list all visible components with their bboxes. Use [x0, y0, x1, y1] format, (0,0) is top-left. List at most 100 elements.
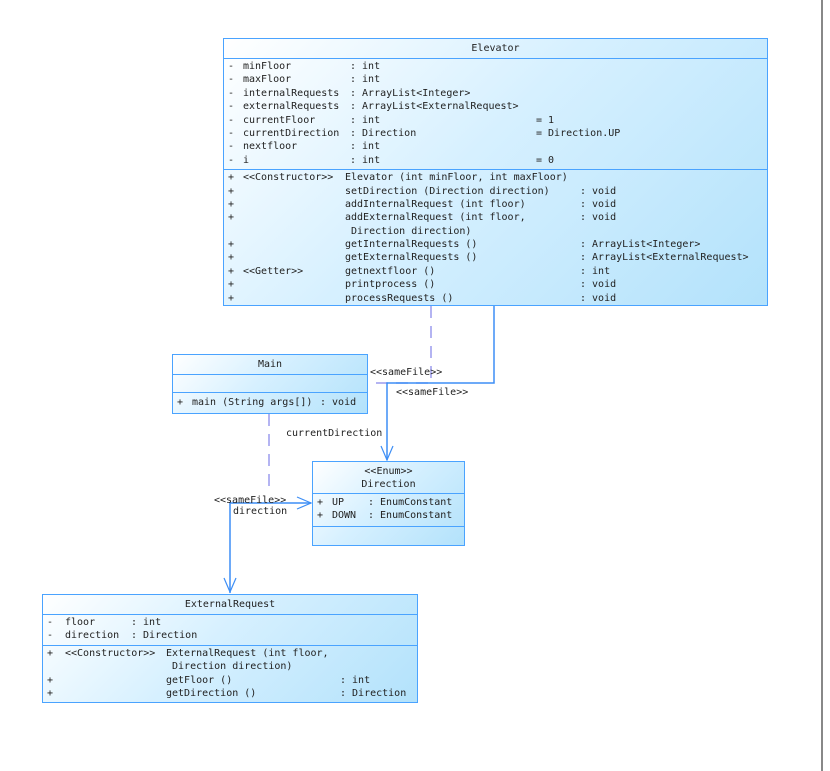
attribute-type: : int — [131, 617, 162, 628]
attribute-row: -minFloor : int — [224, 60, 767, 73]
visibility: + — [228, 198, 235, 210]
method-signature: Direction direction) — [345, 225, 472, 237]
attribute-name: i — [243, 154, 250, 166]
attribute-row: -internalRequests: ArrayList<Integer> — [224, 87, 767, 100]
elevator-direction-association[interactable] — [386, 306, 495, 460]
method-row: +<<Getter>>getnextfloor (): int — [224, 265, 767, 278]
return-type: : Direction — [340, 687, 407, 699]
methods-section — [313, 525, 464, 544]
attribute-type: : ArrayList<Integer> — [350, 87, 471, 99]
visibility: - — [47, 617, 54, 628]
attribute-name: UP — [332, 497, 345, 508]
method-signature: Elevator (int minFloor, int maxFloor) — [345, 172, 568, 184]
attribute-type: : EnumConstant — [368, 497, 453, 508]
elevator-main-stereotype-label: <<sameFile>> — [370, 367, 443, 378]
attribute-name: floor — [65, 617, 96, 628]
method-row: + processRequests () : void — [224, 292, 767, 305]
return-type: : void — [580, 212, 617, 224]
attribute-name: nextfloor — [243, 141, 298, 153]
ext-direction-stereotype-label: <<sameFile>> — [214, 495, 287, 506]
attribute-row: -floor : int — [43, 616, 417, 629]
return-type: : int — [580, 265, 611, 277]
visibility: + — [177, 397, 184, 408]
method-signature: addInternalRequest (int floor) — [345, 198, 526, 210]
visibility: - — [228, 74, 235, 86]
method-signature: Direction direction) — [166, 661, 293, 673]
method-stereotype: <<Constructor>> — [243, 172, 334, 184]
visibility: + — [228, 252, 235, 264]
method-signature: getFloor () — [166, 674, 233, 686]
attribute-row: -externalRequests: ArrayList<ExternalReq… — [224, 100, 767, 113]
elevator-direction-arrowhead — [380, 445, 394, 462]
elevator-main-dependency[interactable] — [368, 306, 432, 384]
attribute-row: -currentFloor: int= 1 — [224, 114, 767, 127]
ext-direction-role-label: direction — [233, 506, 288, 517]
attributes-section: +UP: EnumConstant +DOWN: EnumConstant — [313, 493, 464, 526]
attribute-type: : Direction — [350, 127, 417, 139]
method-row: + getDirection () : Direction — [43, 687, 417, 700]
attribute-type: : int — [350, 61, 381, 72]
visibility: + — [228, 292, 235, 304]
visibility: - — [228, 154, 235, 166]
class-main[interactable]: Main + main (String args[]) : void — [172, 354, 368, 414]
methods-section: + <<Constructor>> Elevator (int minFloor, … — [224, 169, 767, 307]
method-signature: main (String args[]) — [192, 397, 313, 408]
attribute-name: DOWN — [332, 510, 357, 522]
attributes-section — [173, 374, 367, 392]
visibility: - — [47, 630, 54, 642]
class-elevator[interactable]: Elevator -minFloor: int-maxFloor: int-in… — [223, 38, 768, 306]
visibility: + — [228, 239, 235, 251]
attribute-name: currentFloor — [243, 114, 316, 126]
attributes-section: -minFloor: int-maxFloor: int-internalReq… — [224, 58, 767, 169]
return-type: : int — [340, 674, 371, 686]
attribute-name: internalRequests — [243, 87, 340, 99]
visibility: + — [228, 265, 235, 277]
attribute-row: -maxFloor : int — [224, 73, 767, 86]
visibility: + — [47, 674, 54, 686]
default-value: = 0 — [536, 154, 555, 166]
visibility: + — [47, 687, 54, 699]
attribute-type: : int — [350, 114, 381, 126]
return-type: : void — [320, 397, 357, 408]
visibility: - — [228, 114, 235, 126]
return-type: : void — [580, 198, 617, 210]
class-external-request[interactable]: ExternalRequest -floor : int -direction : D… — [42, 594, 418, 703]
external-direction-association[interactable] — [229, 502, 311, 593]
attribute-row: +UP: EnumConstant — [313, 496, 464, 509]
visibility: + — [317, 510, 324, 522]
attribute-name: minFloor — [243, 61, 292, 72]
class-stereotype: <<Enum>> — [364, 466, 413, 477]
default-value: = Direction.UP — [536, 127, 621, 139]
attribute-type: : Direction — [131, 630, 198, 642]
class-title: Elevator — [471, 43, 520, 54]
return-type: : void — [580, 292, 617, 304]
method-signature: printprocess () — [345, 279, 436, 291]
attribute-type: : EnumConstant — [368, 510, 453, 522]
method-row: +addExternalRequest (int floor,: void — [224, 211, 767, 224]
class-title: ExternalRequest — [184, 599, 276, 610]
method-row: Direction direction) — [224, 225, 767, 238]
method-signature: getDirection () — [166, 687, 257, 699]
attribute-row: -i : int = 0 — [224, 154, 767, 167]
visibility: + — [228, 172, 235, 184]
method-signature: setDirection (Direction direction) — [345, 185, 550, 197]
method-signature: processRequests () — [345, 292, 454, 304]
attribute-name: maxFloor — [243, 74, 292, 86]
visibility: - — [228, 127, 235, 139]
class-direction[interactable]: <<Enum>> Direction +UP: EnumConstant +DO… — [312, 461, 465, 546]
attribute-type: : int — [350, 154, 381, 166]
visibility: - — [228, 141, 235, 153]
method-row: +<<Constructor>>ExternalRequest (int flo… — [43, 647, 417, 660]
attribute-type: : int — [350, 74, 381, 86]
visibility: - — [228, 61, 235, 72]
class-title: Direction — [361, 479, 416, 490]
attribute-name: currentDirection — [243, 127, 340, 139]
attribute-row: -direction : Direction — [43, 629, 417, 642]
elevator-direction-role-label: currentDirection — [286, 428, 383, 439]
method-signature: getnextfloor () — [345, 265, 436, 277]
attribute-name: externalRequests — [243, 101, 340, 113]
method-signature: getInternalRequests () — [345, 239, 478, 251]
attribute-name: direction — [65, 630, 120, 642]
class-header: <<Enum>> Direction — [313, 462, 464, 493]
